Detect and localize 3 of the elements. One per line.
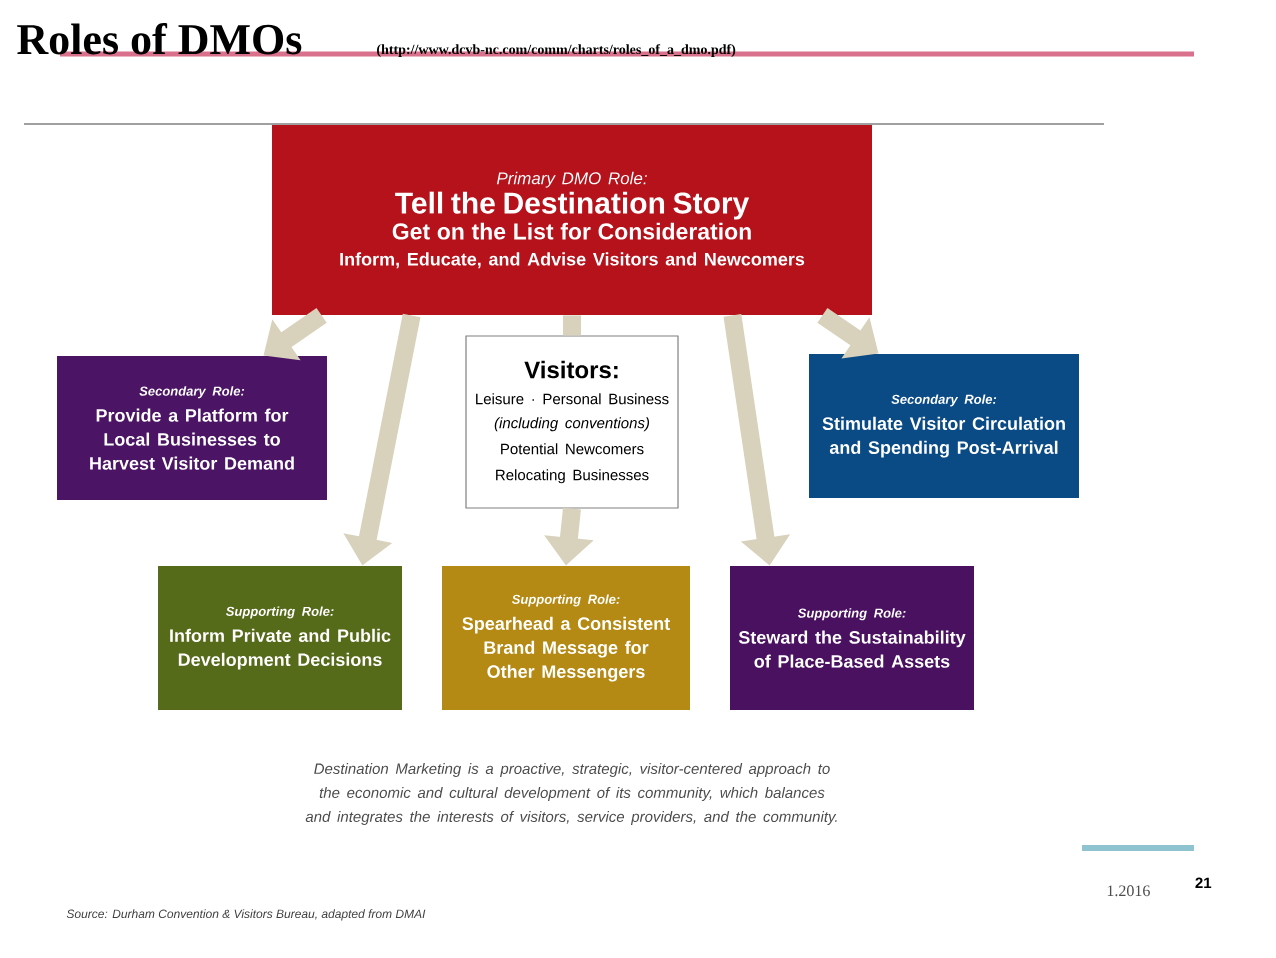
title: Roles of DMOs [17, 23, 302, 55]
date-text: 1.2016 [1107, 885, 1150, 897]
role-box: Primary DMO Role: Tell the Destination Story Get on the List for Consideration Inform, Educate, and Advise Visitors and Newcomers [272, 125, 872, 315]
